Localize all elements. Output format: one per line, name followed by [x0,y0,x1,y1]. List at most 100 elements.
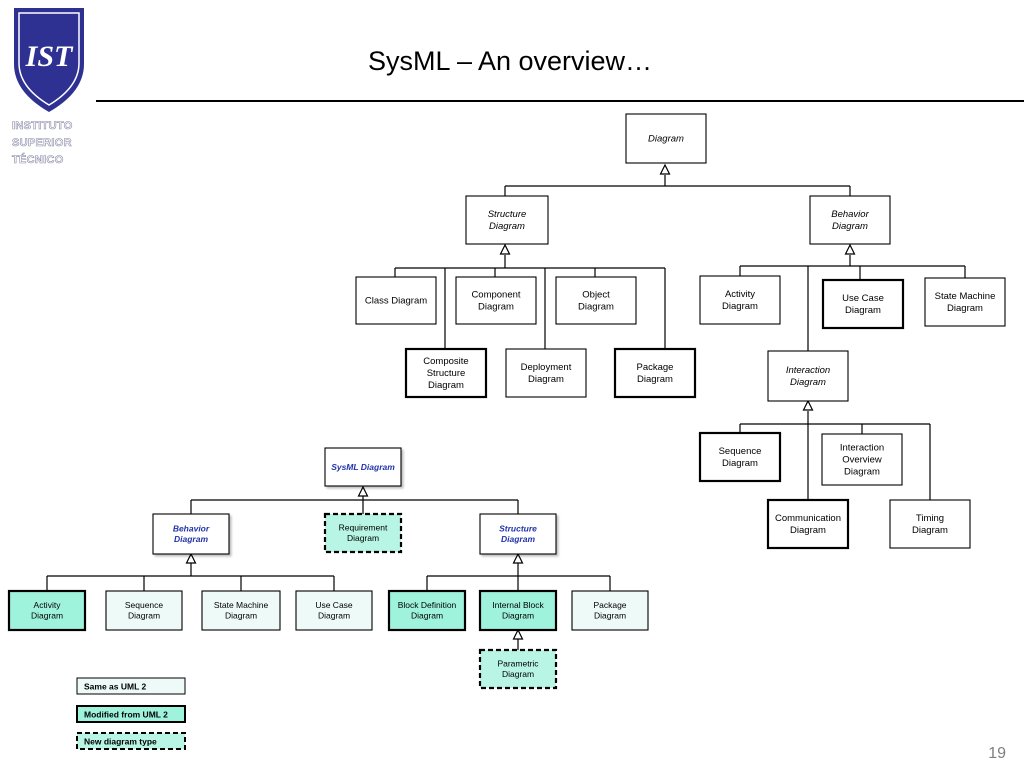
sysml-node-behavior-label-2: Diagram [174,534,208,544]
legend-swatch-new [76,732,186,750]
uml-node-object-label-2: Diagram [578,302,614,313]
sysml-node-sysml: SysML Diagram [324,447,402,487]
uml-node-object-label-1: Object [582,290,610,301]
logo-text-line-3: TÉCNICO [12,154,64,167]
connector-lines [46,175,966,650]
logo-monogram: IST [25,40,74,73]
sysml-node-package-box [571,590,649,631]
uml-node-communication-box [766,498,850,550]
uml-arrow-interaction [802,399,814,411]
uml-node-behavior-box [809,195,891,245]
sysml-node-usecase-box [295,590,373,631]
sysml-node-parametric-label-1: Parametric [497,658,539,668]
uml-node-timing-box [889,499,971,549]
sysml-arrow-internalblock [512,628,524,640]
sysml-arrow-structure [512,552,524,564]
uml-node-sequence-label-2: Diagram [722,458,758,469]
sysml-node-structure-label-2: Diagram [501,534,535,544]
uml-node-structure-box [465,195,549,245]
uml-node-component-box [455,276,537,325]
logo-text: INSTITUTO SUPERIOR TÉCNICO [12,118,88,169]
uml-node-package-box [613,347,697,399]
uml-node-component-label-2: Diagram [478,302,514,313]
legend-item-same: Same as UML 2 [76,677,186,695]
uml-node-composite-box [404,347,488,399]
uml-node-diagram: Diagram [625,113,707,164]
uml-node-interaction-box [767,350,849,402]
uml-node-interaction-label-2: Diagram [790,377,826,388]
uml-node-sequence-box [698,431,782,483]
sysml-node-sysml-box [324,447,402,487]
uml-node-usecase-box [821,278,905,330]
uml-arrow-behavior [844,243,856,255]
sysml-node-structure-label-1: Structure [499,523,537,533]
logo-text-line-1: INSTITUTO [12,120,73,133]
page-number: 19 [988,745,1006,762]
sysml-node-statemachine-label-2: Diagram [225,611,257,621]
sysml-node-structure-box [479,513,557,555]
sysml-node-behavior-box [152,513,230,555]
uml-arrow-structure [499,243,511,255]
diagram-nodes: DiagramStructureDiagramBehaviorDiagramCl… [7,113,1006,690]
uml-node-deployment-label-1: Deployment [521,362,572,373]
legend-item-modified: Modified from UML 2 [76,705,186,723]
uml-node-object-box [555,276,637,325]
uml-node-interactionoverview-label-3: Diagram [844,466,880,477]
uml-node-interactionoverview-label-2: Overview [842,455,882,466]
legend-item-new: New diagram type [76,732,186,750]
sysml-arrow-behavior [185,552,197,564]
uml-node-behavior-label-2: Diagram [832,221,868,232]
uml-node-usecase-label-1: Use Case [842,293,884,304]
uml-node-activity-label-2: Diagram [722,301,758,312]
sysml-node-package-label-1: Package [593,600,626,610]
legend: Same as UML 2 Modified from UML 2 New diag… [76,677,186,750]
generalization-arrows [185,163,856,640]
uml-node-package-label-2: Diagram [637,374,673,385]
uml-node-activity-box [699,275,781,325]
sysml-node-package-label-2: Diagram [594,611,626,621]
logo-text-line-2: SUPERIOR [12,137,72,150]
uml-node-class-box [355,276,437,325]
sysml-node-parametric-box [478,648,558,690]
shield-shape [14,8,84,112]
legend-label-new: New diagram type [84,737,157,747]
uml-node-diagram-box [625,113,707,164]
sysml-node-internalblock-label-2: Diagram [502,611,534,621]
slide-title: SysML – An overview… [367,46,653,76]
uml-node-statemachine-label-1: State Machine [935,291,996,302]
uml-node-structure-label-1: Structure [488,209,527,220]
sysml-node-usecase-label-1: Use Case [315,600,353,610]
uml-node-statemachine-label-2: Diagram [947,303,983,314]
uml-node-composite-label-3: Diagram [428,380,464,391]
sysml-node-parametric-label-2: Diagram [502,669,534,679]
uml-node-deployment-label-2: Diagram [528,374,564,385]
legend-swatch-same [76,677,186,695]
sysml-node-usecase-label-2: Diagram [318,611,350,621]
uml-node-deployment-box [505,348,587,398]
sysml-node-sequence-label-1: Sequence [125,600,164,610]
legend-swatch-modified [76,705,186,723]
sysml-node-activity-box [7,589,87,632]
shield-inner [18,12,80,106]
sysml-node-statemachine-label-1: State Machine [214,600,269,610]
